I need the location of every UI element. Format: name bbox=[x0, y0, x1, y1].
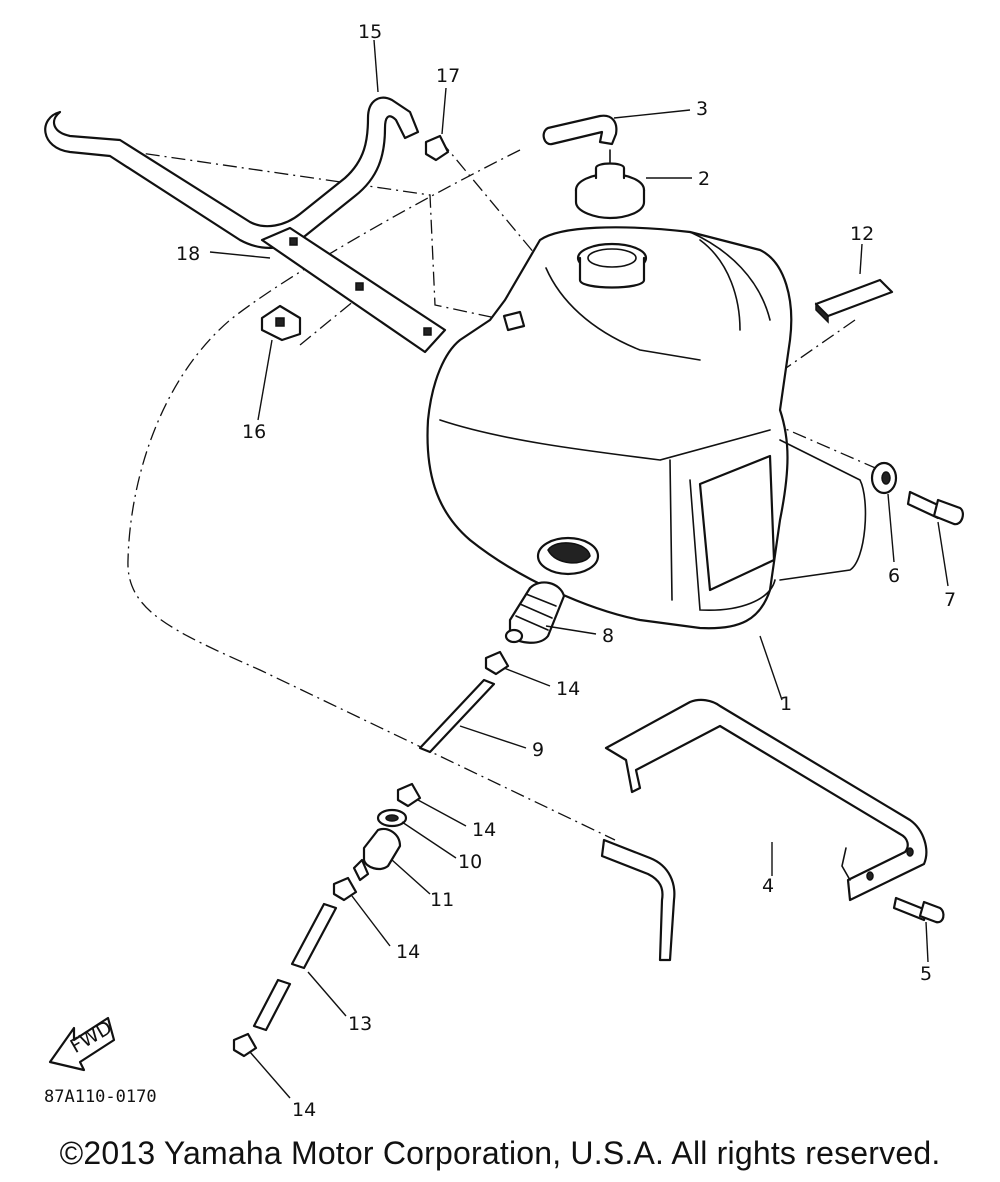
hose-clamp-14a bbox=[484, 650, 510, 676]
diagram-code: 87A110-0170 bbox=[44, 1087, 157, 1107]
callout-14d: 14 bbox=[292, 1099, 316, 1121]
callout-16: 16 bbox=[242, 421, 266, 443]
fuel-filter bbox=[504, 581, 566, 644]
clip-16 bbox=[260, 304, 302, 342]
callout-8: 8 bbox=[602, 625, 614, 647]
hose-clip-17 bbox=[424, 134, 450, 162]
leader-8 bbox=[545, 625, 597, 635]
leader-11 bbox=[391, 859, 431, 895]
callout-18: 18 bbox=[176, 243, 200, 265]
alignment-line-clamp bbox=[299, 299, 356, 346]
fuel-cap bbox=[574, 149, 646, 220]
callout-1: 1 bbox=[780, 693, 792, 715]
leader-14c bbox=[351, 895, 391, 947]
bolt-5 bbox=[892, 896, 945, 924]
leader-5 bbox=[925, 921, 929, 963]
leader-14a bbox=[503, 667, 551, 687]
leader-13 bbox=[307, 971, 347, 1017]
tank-pad bbox=[814, 278, 894, 324]
callout-11: 11 bbox=[430, 889, 454, 911]
leader-14b bbox=[417, 799, 467, 827]
bracket-plate bbox=[260, 226, 447, 354]
callout-9: 9 bbox=[532, 739, 544, 761]
alignment-line-tube bbox=[119, 149, 506, 321]
copyright-notice: ©2013 Yamaha Motor Corporation, U.S.A. A… bbox=[59, 1135, 941, 1171]
tank-bracket bbox=[604, 698, 928, 902]
callout-17: 17 bbox=[436, 65, 460, 87]
bolt-7 bbox=[906, 490, 964, 526]
hose-clamp-14c bbox=[332, 876, 358, 902]
callout-4: 4 bbox=[762, 875, 774, 897]
callout-14b: 14 bbox=[472, 819, 496, 841]
callout-12: 12 bbox=[850, 223, 874, 245]
leader-1 bbox=[759, 635, 783, 701]
callout-14c: 14 bbox=[396, 941, 420, 963]
callout-6: 6 bbox=[888, 565, 900, 587]
washer bbox=[870, 461, 898, 495]
leader-14d bbox=[249, 1051, 291, 1099]
leader-9 bbox=[459, 725, 527, 749]
hose-clamp-14b bbox=[396, 782, 422, 808]
leader-16 bbox=[257, 339, 273, 421]
hose-routing-line bbox=[127, 149, 616, 841]
fuel-tank bbox=[426, 226, 867, 630]
leader-3 bbox=[613, 109, 691, 119]
inline-filter bbox=[352, 827, 402, 882]
callout-2: 2 bbox=[698, 168, 710, 190]
callout-13: 13 bbox=[348, 1013, 372, 1035]
gasket bbox=[376, 808, 408, 828]
overflow-hose-end bbox=[600, 838, 676, 962]
callout-10: 10 bbox=[458, 851, 482, 873]
leader-18 bbox=[209, 251, 271, 259]
callout-5: 5 bbox=[920, 963, 932, 985]
hose-clamp-14d bbox=[232, 1032, 258, 1058]
alignment-line-bolt bbox=[649, 369, 881, 471]
callout-7: 7 bbox=[944, 589, 956, 611]
callout-14a: 14 bbox=[556, 678, 580, 700]
breather-tube bbox=[44, 96, 420, 249]
callout-3: 3 bbox=[696, 98, 708, 120]
leader-7 bbox=[937, 521, 949, 587]
fuel-hose bbox=[418, 678, 496, 754]
fwd-arrow-icon: FWD bbox=[48, 1017, 116, 1072]
leader-10 bbox=[401, 821, 457, 859]
leader-15 bbox=[373, 39, 379, 93]
leader-6 bbox=[887, 493, 895, 563]
leader-12 bbox=[859, 243, 863, 275]
vent-hose bbox=[542, 114, 618, 146]
fuel-hose-13 bbox=[252, 902, 338, 1032]
leader-17 bbox=[441, 87, 447, 135]
callout-15: 15 bbox=[358, 21, 382, 43]
